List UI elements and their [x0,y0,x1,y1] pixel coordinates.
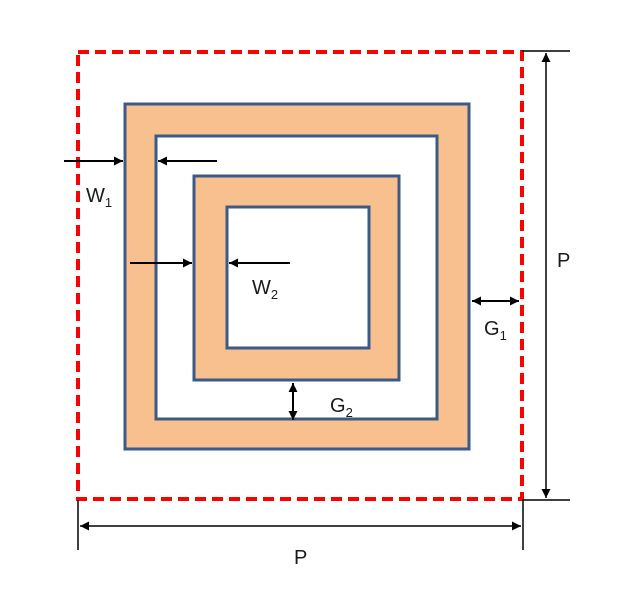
g2-label: G2 [330,395,353,420]
unit-cell-border [76,50,524,501]
p-horizontal-label: P [294,547,307,569]
inner-ring [192,174,401,382]
w2-label: W2 [252,277,278,302]
g1-label: G1 [484,318,507,343]
w1-label: W1 [86,185,112,210]
p-vertical-label: P [557,250,570,272]
